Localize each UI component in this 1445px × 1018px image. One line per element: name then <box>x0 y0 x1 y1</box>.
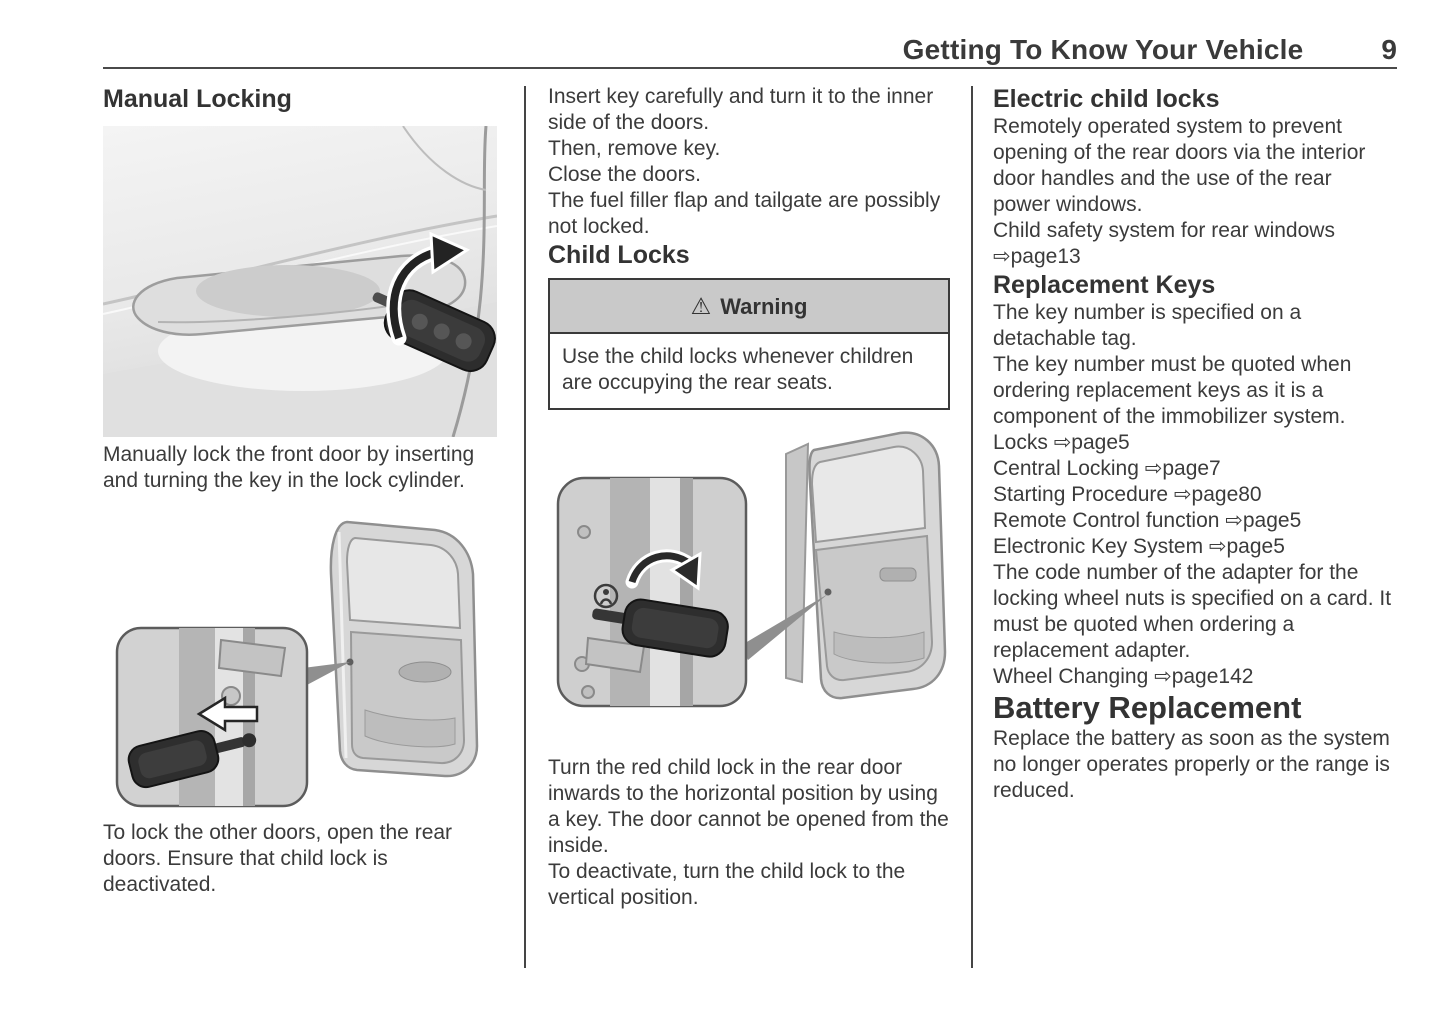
ref-remote-control: Remote Control function ⇨page5 <box>993 509 1302 532</box>
page-header: Getting To Know Your Vehicle 9 <box>103 30 1397 66</box>
column-child-locks: Insert key carefully and turn it to the … <box>548 84 950 911</box>
door-handle-shape <box>132 254 467 336</box>
column-separator <box>524 86 526 968</box>
callout-pointer <box>740 594 828 660</box>
para-insert-key: Insert key carefully and turn it to the … <box>548 85 934 134</box>
para-adapter-code: The code number of the adapter for the l… <box>993 561 1392 662</box>
child-locks-heading: Child Locks <box>548 241 690 269</box>
warning-box: ⚠ Warning Use the child locks whenever ch… <box>548 278 950 410</box>
door-handle-illustration <box>102 125 498 438</box>
para-key-number-tag: The key number is specified on a detacha… <box>993 301 1302 350</box>
warning-triangle-icon: ⚠ <box>690 293 712 319</box>
page-number: 9 <box>1381 34 1397 65</box>
warning-header: ⚠ Warning <box>550 280 948 334</box>
key-fob-icon <box>372 289 496 373</box>
left-arrow-icon <box>196 695 259 733</box>
ref-electronic-key-system: Electronic Key System ⇨page5 <box>993 535 1285 558</box>
electric-child-locks-heading: Electric child locks <box>993 85 1220 113</box>
column-manual-locking: Manual Locking <box>102 84 498 898</box>
front-door-shape <box>329 520 479 778</box>
ref-child-safety-windows: Child safety system for rear windows ⇨pa… <box>993 219 1335 268</box>
para-lock-front-door: Manually lock the front door by insertin… <box>103 443 475 492</box>
rotate-arrow-icon <box>386 231 471 346</box>
curved-arrow-icon <box>625 549 702 591</box>
warning-title: Warning <box>720 294 808 319</box>
para-battery-replacement: Replace the battery as soon as the syste… <box>993 727 1390 802</box>
lock-inset <box>115 626 309 808</box>
column-separator <box>971 86 973 968</box>
para-fuel-flap: The fuel filler flap and tailgate are po… <box>548 189 941 238</box>
key-in-lock-icon <box>127 730 257 789</box>
key-in-child-lock-icon <box>592 598 729 658</box>
rear-door-figure <box>548 420 950 755</box>
ref-starting-procedure: Starting Procedure ⇨page80 <box>993 483 1262 506</box>
chapter-title: Getting To Know Your Vehicle <box>902 34 1304 65</box>
header-rule <box>103 67 1397 69</box>
para-deactivate-child-lock: To deactivate, turn the child lock to th… <box>548 860 906 909</box>
callout-pointer <box>303 662 350 686</box>
manual-locking-heading: Manual Locking <box>103 85 292 113</box>
child-lock-inset <box>556 476 748 708</box>
front-door-figure <box>103 510 497 820</box>
para-key-number-quoted: The key number must be quoted when order… <box>993 353 1352 428</box>
para-remove-key: Then, remove key. <box>548 137 721 160</box>
para-lock-other-doors: To lock the other doors, open the rear d… <box>103 821 453 896</box>
para-turn-child-lock: Turn the red child lock in the rear door… <box>548 756 949 857</box>
door-gap-line <box>451 125 488 438</box>
ref-locks: Locks ⇨page5 <box>993 431 1130 454</box>
rear-door-shape <box>785 431 947 700</box>
ref-wheel-changing: Wheel Changing ⇨page142 <box>993 665 1254 688</box>
warning-body: Use the child locks whenever children ar… <box>562 345 914 394</box>
replacement-keys-heading: Replacement Keys <box>993 271 1216 299</box>
para-electric-child-locks: Remotely operated system to prevent open… <box>993 115 1366 216</box>
child-lock-icon <box>593 583 619 609</box>
door-handle-figure <box>102 125 498 442</box>
battery-replacement-heading: Battery Replacement <box>993 690 1302 725</box>
para-close-doors: Close the doors. <box>548 163 701 186</box>
front-door-illustration <box>115 520 479 808</box>
rear-door-illustration <box>556 431 947 708</box>
ref-central-locking: Central Locking ⇨page7 <box>993 457 1221 480</box>
column-keys-battery: Electric child locks Remotely operated s… <box>993 84 1393 804</box>
